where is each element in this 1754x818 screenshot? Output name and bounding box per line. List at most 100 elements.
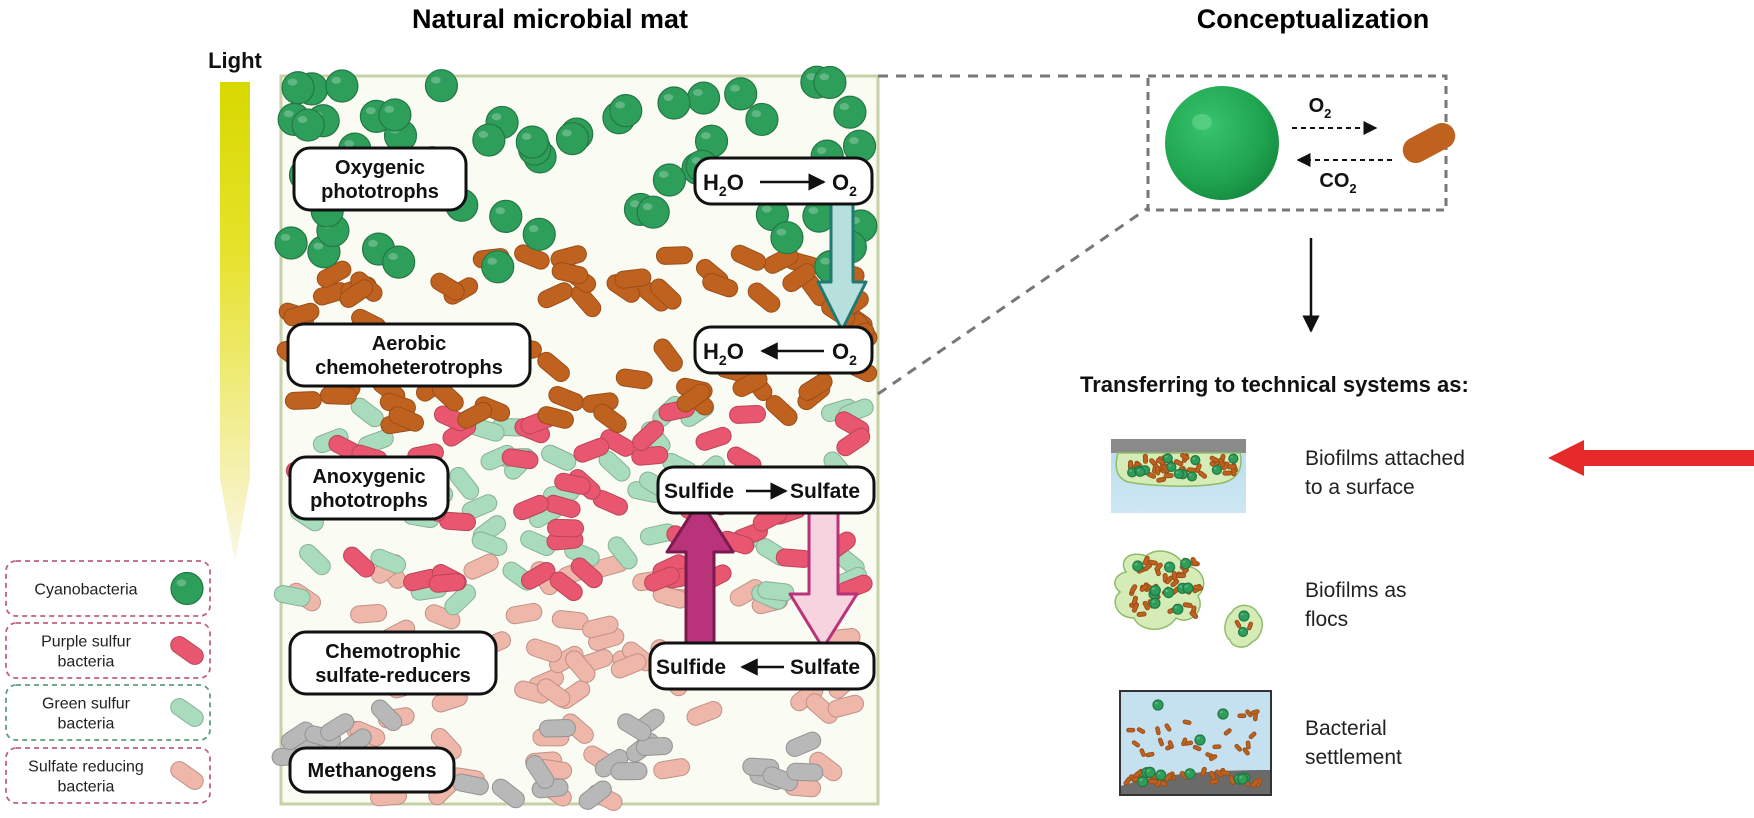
methanogen-cell [370, 699, 403, 732]
sulfate-reducer-cell [463, 553, 499, 580]
sulfate-reducer-cell [350, 603, 388, 624]
bacterial-settlement-image [1119, 690, 1272, 796]
purple-sulfur-cell [428, 573, 466, 593]
purple-sulfur-cell [549, 571, 583, 602]
attached-biofilm-rod [1222, 470, 1233, 476]
methanogen-cell [610, 762, 648, 781]
floc-sphere [1149, 584, 1161, 597]
floc-sphere-highlight [1184, 585, 1188, 588]
cyanobacteria-cell-highlight [849, 137, 859, 145]
legend-rod-icon [170, 636, 204, 665]
cyanobacteria-cell-highlight [562, 129, 572, 137]
attached-biofilm-sphere [1166, 461, 1177, 473]
cyanobacteria-cell-highlight [808, 206, 819, 215]
cyanobacteria-cell-highlight [693, 88, 703, 96]
reaction-sulfate-to-sulfide: Sulfide Sulfate [648, 641, 876, 691]
settlement-bottom-rod [1209, 770, 1217, 781]
settlement-suspended-rod [1248, 731, 1257, 740]
legend-item-label: Sulfate reducing [28, 759, 144, 776]
layer-label-box [292, 146, 468, 212]
light-gradient-arrow [220, 82, 250, 562]
methanogen-cell [786, 762, 824, 782]
settlement-bottom-sphere [1137, 776, 1149, 788]
cyanobacteria-cell-highlight [388, 253, 398, 261]
floc-sphere-highlight [1151, 600, 1155, 603]
green-sulfur-cell [370, 548, 407, 574]
settlement-suspended-rod [1237, 713, 1247, 718]
floc-sphere-highlight [1165, 589, 1169, 592]
attached-biofilm-sphere [1173, 468, 1184, 480]
aerobic-cell [676, 383, 711, 413]
reaction-sulfide-to-sulfate: Sulfide Sulfate [656, 465, 876, 515]
cyanobacteria-cell [833, 95, 867, 129]
cyanobacteria-cell-highlight [701, 132, 711, 140]
cyanobacteria-cell [686, 81, 721, 115]
aerobic-cell [730, 244, 767, 271]
settlement-suspended-rod [1245, 740, 1251, 750]
purple-sulfur-cell [501, 448, 539, 470]
layer-label-box [288, 630, 498, 696]
cyanobacteria-cell-highlight [806, 73, 817, 81]
settlement-suspended-rod [1167, 740, 1174, 749]
floc-rod [1175, 573, 1186, 579]
floc-sphere [1238, 610, 1250, 622]
floc-rod [1170, 579, 1180, 588]
floc-sphere [1172, 603, 1184, 615]
aerobic-cell [798, 372, 833, 401]
attached-biofilm-sphere [1186, 471, 1198, 482]
floc-sphere-highlight [1240, 629, 1243, 632]
cyanobacteria-cell-highlight [297, 115, 308, 123]
floc-sphere [1182, 582, 1194, 594]
cyanobacteria-cell [657, 86, 691, 120]
cyanobacteria-cell-highlight [820, 257, 830, 265]
settlement-suspended-rod [1181, 737, 1188, 747]
sulfate-reducer-cell [505, 602, 543, 625]
green-sulfur-cell [273, 585, 311, 607]
settlement-bottom-sphere-highlight [1139, 778, 1143, 781]
cyanobacteria-cell-highlight [615, 101, 625, 109]
attached-biofilm-sphere-highlight [1213, 467, 1217, 470]
settlement-suspended-sphere [1194, 734, 1206, 746]
cyanobacteria-cell [325, 69, 359, 103]
attached-biofilm-sphere-highlight [1164, 455, 1168, 458]
purple-sulfur-cell [547, 518, 585, 538]
svg-text:flocs: flocs [1305, 608, 1348, 631]
green-sulfur-cell [520, 530, 556, 557]
floc-rod [1142, 555, 1150, 566]
methanogen-cell [762, 766, 799, 792]
cyanobacteria-cell [555, 122, 590, 156]
attached-biofilm-rod [1155, 465, 1161, 476]
sulfate-reducer-cell [565, 650, 596, 683]
attached-biofilm-sphere-highlight [1137, 469, 1140, 472]
cyanobacteria-cell [472, 123, 506, 157]
legend-item-0: Cyanobacteria [5, 560, 211, 617]
oxygen-diffusion-arrow [816, 194, 868, 332]
cyanobacteria-cell-highlight [730, 84, 740, 92]
svg-text:Biofilms as: Biofilms as [1305, 579, 1407, 602]
purple-sulfur-cell [513, 494, 549, 521]
legend-item-label: bacteria [58, 716, 115, 733]
cyanobacteria-cell-highlight [313, 242, 324, 250]
cyanobacteria-cell-highlight [487, 257, 497, 265]
floc-rod [1143, 562, 1153, 572]
purple-sulfur-cell [343, 546, 375, 578]
sulfide-oxidation-arrow [665, 498, 735, 652]
legend-item-label: Purple sulfur [41, 634, 131, 651]
cyanobacteria-cell [378, 98, 412, 132]
methanogen-cell [578, 780, 612, 810]
highlight-arrow-head [1548, 440, 1584, 476]
settlement-suspended-sphere-highlight [1219, 711, 1223, 714]
aerobic-cell [457, 401, 493, 429]
zoom-line-bottom [877, 206, 1149, 396]
cyanobacteria-cell-highlight [816, 146, 827, 155]
layer-label-line: Oxygenic [335, 157, 425, 179]
svg-text:to a surface: to a surface [1305, 476, 1415, 499]
methanogen-cell [491, 778, 525, 809]
settlement-suspended-rod [1131, 740, 1140, 748]
attached-biofilm-sphere-highlight [1175, 471, 1179, 474]
layer-label-box [288, 746, 456, 794]
settlement-suspended-sphere [1152, 699, 1164, 711]
cyanobacteria-cell-highlight [528, 225, 539, 233]
cyanobacteria-cell [636, 195, 670, 229]
